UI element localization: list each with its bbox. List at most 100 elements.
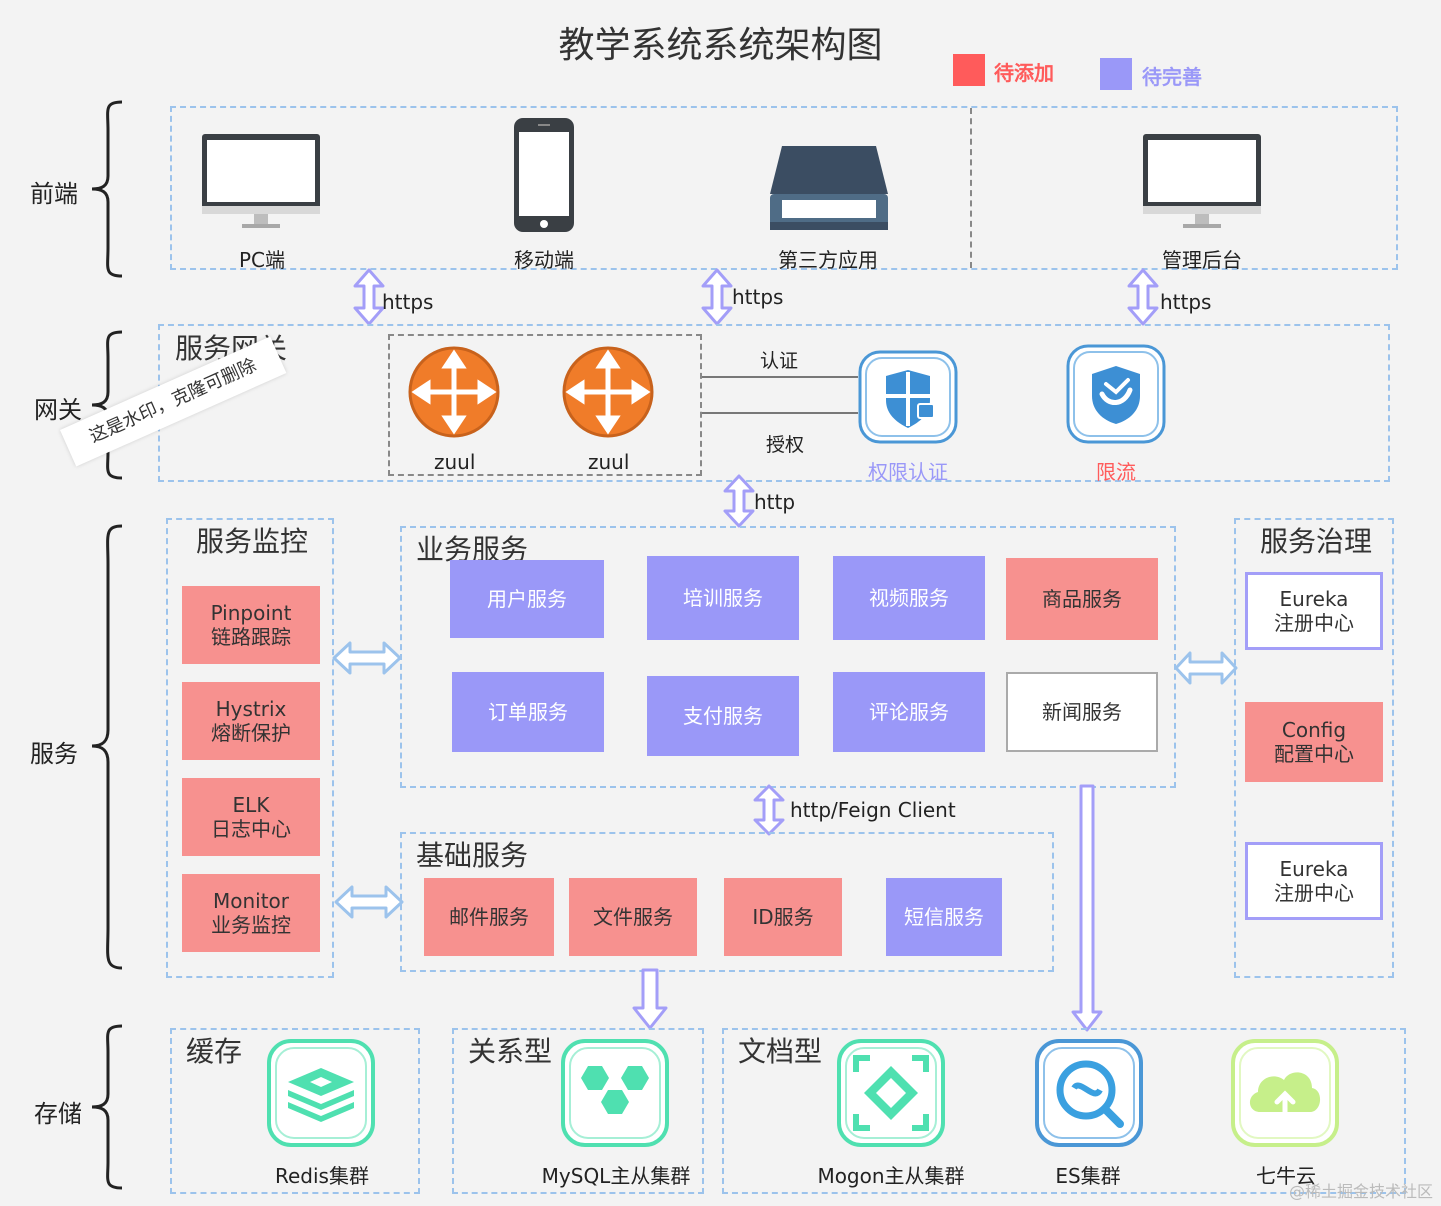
base-title: 基础服务 bbox=[416, 839, 529, 872]
base-service-sms: 短信服务 bbox=[886, 878, 1002, 956]
layer-label-frontend: 前端 bbox=[30, 180, 78, 208]
zuul-cluster bbox=[388, 334, 702, 476]
cache-group bbox=[170, 1028, 420, 1194]
layer-label-service: 服务 bbox=[30, 740, 78, 768]
monitor-title: 服务监控 bbox=[196, 525, 309, 558]
redis-label: Redis集群 bbox=[275, 1164, 369, 1188]
governance-item-name: Eureka bbox=[1279, 587, 1349, 611]
shield-check-icon bbox=[1066, 344, 1166, 444]
rate-limit-label: 限流 bbox=[1096, 460, 1136, 484]
monitor-group bbox=[166, 518, 334, 978]
monitor-item-desc: 日志中心 bbox=[211, 817, 291, 841]
scanner-icon bbox=[770, 146, 888, 230]
governance-title: 服务治理 bbox=[1260, 525, 1373, 558]
business-service-payment: 支付服务 bbox=[647, 676, 799, 756]
protocol-http: http bbox=[754, 490, 796, 514]
frontend-third-party-label: 第三方应用 bbox=[778, 248, 878, 272]
relational-group bbox=[452, 1028, 704, 1194]
business-service-user: 用户服务 bbox=[450, 560, 604, 638]
brace-icon-service bbox=[91, 524, 123, 970]
brace-icon-gateway bbox=[91, 330, 123, 480]
frontend-pc-label: PC端 bbox=[238, 248, 286, 272]
monitor-item-name: ELK bbox=[232, 793, 270, 817]
pc-monitor-icon bbox=[202, 134, 320, 228]
layer-label-gateway: 网关 bbox=[34, 396, 82, 424]
protocol-feign: http/Feign Client bbox=[790, 798, 956, 822]
monitor-item-desc: 链路跟踪 bbox=[210, 625, 291, 649]
double-arrow-icon bbox=[1127, 268, 1159, 326]
authz-connector-line bbox=[702, 412, 858, 414]
elasticsearch-search-icon bbox=[1035, 1039, 1143, 1147]
zuul-label-1: zuul bbox=[434, 450, 476, 474]
brace-icon-frontend bbox=[91, 100, 123, 278]
down-arrow-icon bbox=[1071, 784, 1103, 1032]
business-service-product: 商品服务 bbox=[1006, 558, 1158, 640]
diagram-title: 教学系统系统架构图 bbox=[558, 25, 883, 66]
redis-stack-icon bbox=[267, 1039, 375, 1147]
mysql-label: MySQL主从集群 bbox=[541, 1164, 691, 1188]
admin-monitor-icon bbox=[1143, 134, 1261, 228]
auth-line-label: 认证 bbox=[760, 350, 799, 372]
legend-label-pending-improve: 待完善 bbox=[1142, 65, 1202, 89]
frontend-mobile-label: 移动端 bbox=[514, 248, 574, 272]
zuul-label-2: zuul bbox=[588, 450, 630, 474]
qiniu-label: 七牛云 bbox=[1256, 1164, 1316, 1188]
footer-watermark: @稀土掘金技术社区 bbox=[1288, 1182, 1433, 1201]
monitor-item-name: Pinpoint bbox=[210, 601, 292, 625]
down-arrow-icon bbox=[632, 968, 668, 1030]
horizontal-double-arrow-icon bbox=[1174, 651, 1238, 685]
shield-lock-icon bbox=[858, 350, 958, 444]
governance-item-name: Eureka bbox=[1279, 857, 1349, 881]
monitor-item-desc: 业务监控 bbox=[211, 913, 291, 937]
legend-swatch-pending-improve bbox=[1100, 58, 1132, 90]
protocol-https-left: https bbox=[382, 290, 434, 314]
business-service-training: 培训服务 bbox=[647, 556, 799, 640]
cloud-upload-icon bbox=[1231, 1039, 1339, 1147]
monitor-item-name: Monitor bbox=[212, 889, 290, 913]
base-group bbox=[400, 832, 1054, 972]
layer-label-storage: 存储 bbox=[34, 1100, 82, 1128]
legend-label-pending-add: 待添加 bbox=[994, 61, 1054, 85]
frontend-divider bbox=[970, 108, 972, 268]
legend-swatch-pending-add bbox=[953, 54, 985, 86]
governance-item-name: Config bbox=[1281, 718, 1347, 742]
horizontal-double-arrow-icon bbox=[334, 885, 404, 919]
mysql-hexagon-icon bbox=[561, 1039, 669, 1147]
governance-item-desc: 注册中心 bbox=[1274, 881, 1354, 905]
business-service-comment: 评论服务 bbox=[833, 672, 985, 752]
router-icon bbox=[408, 346, 500, 438]
governance-item-desc: 配置中心 bbox=[1274, 742, 1354, 766]
protocol-https-right: https bbox=[1160, 290, 1212, 314]
mongo-label: Mogon主从集群 bbox=[817, 1164, 965, 1188]
auth-service-label: 权限认证 bbox=[868, 460, 948, 484]
double-arrow-icon bbox=[753, 784, 785, 836]
relational-title: 关系型 bbox=[468, 1035, 553, 1068]
business-service-news: 新闻服务 bbox=[1006, 672, 1158, 752]
double-arrow-icon bbox=[353, 268, 385, 326]
frontend-group bbox=[170, 106, 1398, 270]
mongo-diamond-icon bbox=[837, 1039, 945, 1147]
double-arrow-icon bbox=[701, 268, 733, 326]
business-service-video: 视频服务 bbox=[833, 556, 985, 640]
frontend-admin-label: 管理后台 bbox=[1162, 248, 1242, 272]
document-group bbox=[722, 1028, 1406, 1194]
horizontal-double-arrow-icon bbox=[332, 641, 402, 675]
cache-title: 缓存 bbox=[186, 1035, 243, 1068]
business-service-order: 订单服务 bbox=[452, 672, 604, 752]
brace-icon-storage bbox=[91, 1024, 123, 1190]
router-icon bbox=[562, 346, 654, 438]
monitor-item-desc: 熔断保护 bbox=[211, 721, 291, 745]
es-label: ES集群 bbox=[1055, 1164, 1121, 1188]
document-title: 文档型 bbox=[738, 1035, 823, 1068]
base-service-id: ID服务 bbox=[724, 878, 842, 956]
authz-line-label: 授权 bbox=[766, 434, 805, 456]
governance-group bbox=[1234, 518, 1394, 978]
double-arrow-icon bbox=[723, 474, 755, 528]
base-service-mail: 邮件服务 bbox=[424, 878, 554, 956]
